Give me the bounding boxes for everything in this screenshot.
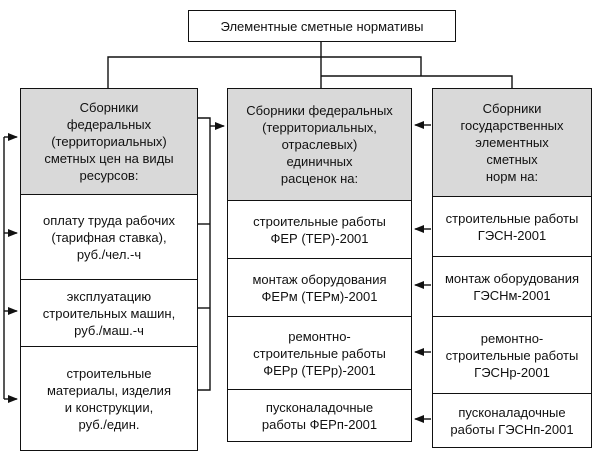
- node-ferp-commissioning-works: пусконаладочные работы ФЕРп-2001: [228, 389, 411, 441]
- node-ferm-equipment-installation: монтаж оборудования ФЕРм (ТЕРм)-2001: [228, 258, 411, 316]
- node-construction-materials: строительные материалы, изделия и констр…: [21, 346, 197, 450]
- node-gesnp-commissioning-works: пусконаладочные работы ГЭСНп-2001: [433, 393, 591, 447]
- column-header-unit-rates: Сборники федеральных (территориальных, о…: [228, 89, 411, 200]
- node-fer-construction-works: строительные работы ФЕР (ТЕР)-2001: [228, 200, 411, 258]
- node-gesn-construction-works: строительные работы ГЭСН-2001: [433, 196, 591, 256]
- prices-to-unit-rates-bus: [198, 117, 225, 391]
- node-labor-pay: оплату труда рабочих (тарифная ставка), …: [21, 194, 197, 279]
- left-input-bus-arrows: [3, 133, 18, 403]
- root-node-elemental-estimate-standards: Элементные сметные нормативы: [188, 10, 456, 42]
- node-gesnm-equipment-installation: монтаж оборудования ГЭСНм-2001: [433, 256, 591, 316]
- column-header-state-norms: Сборники государственных элементных смет…: [433, 89, 591, 196]
- column-header-resource-prices: Сборники федеральных (территориальных) с…: [21, 89, 197, 194]
- hierarchy-connector-lines: [107, 42, 513, 88]
- node-gesnr-repair-works: ремонтно- строительные работы ГЭСНр-2001: [433, 316, 591, 393]
- column-federal-resource-prices: Сборники федеральных (территориальных) с…: [20, 88, 198, 451]
- column-federal-unit-rates: Сборники федеральных (территориальных, о…: [227, 88, 412, 442]
- node-machine-operation: эксплуатацию строительных машин, руб./ма…: [21, 279, 197, 346]
- node-ferr-repair-works: ремонтно- строительные работы ФЕРр (ТЕРр…: [228, 316, 411, 389]
- column-state-elemental-norms: Сборники государственных элементных смет…: [432, 88, 592, 448]
- norms-to-unit-rates-arrows: [414, 121, 431, 423]
